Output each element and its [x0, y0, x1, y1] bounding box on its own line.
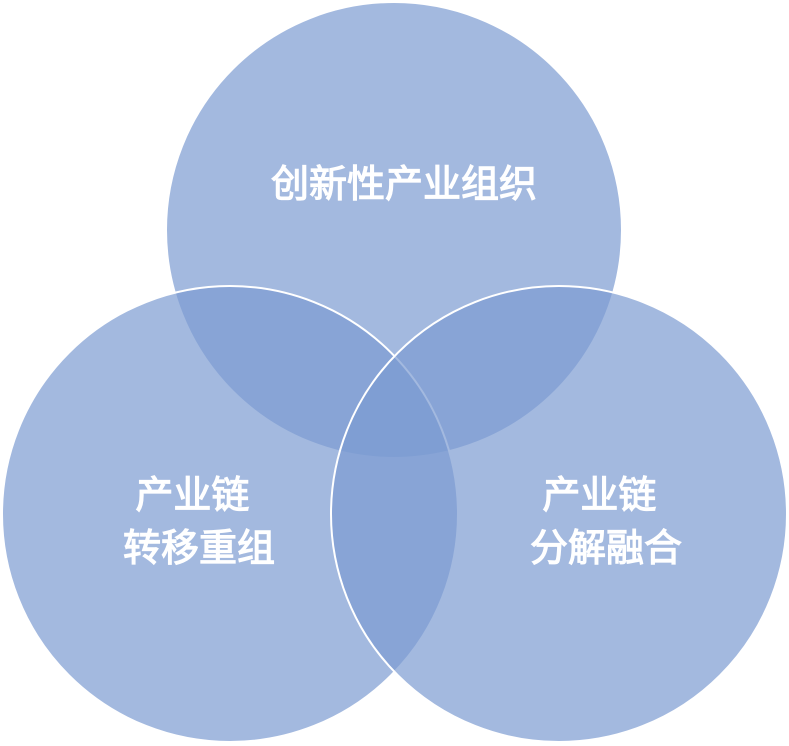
label-right-line-2: 分解融合: [530, 526, 682, 570]
label-left-line-1: 产业链: [135, 473, 249, 517]
label-left-line-2: 转移重组: [123, 526, 275, 570]
label-left: 产业链 转移重组: [123, 473, 275, 570]
circle-right: [330, 285, 788, 743]
label-right-line-1: 产业链: [542, 473, 656, 517]
label-right: 产业链 分解融合: [530, 473, 682, 570]
label-top-line-1: 创新性产业组织: [271, 162, 537, 206]
label-top: 创新性产业组织: [271, 162, 537, 206]
